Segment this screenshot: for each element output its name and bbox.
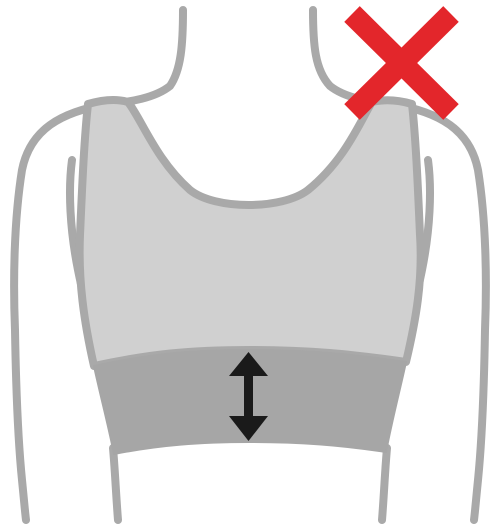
waist-left-line <box>113 448 118 520</box>
x-mark-icon <box>352 14 451 112</box>
waist-right-line <box>382 448 387 520</box>
neck-left-line <box>108 10 183 104</box>
garment-upper-body <box>80 100 421 366</box>
